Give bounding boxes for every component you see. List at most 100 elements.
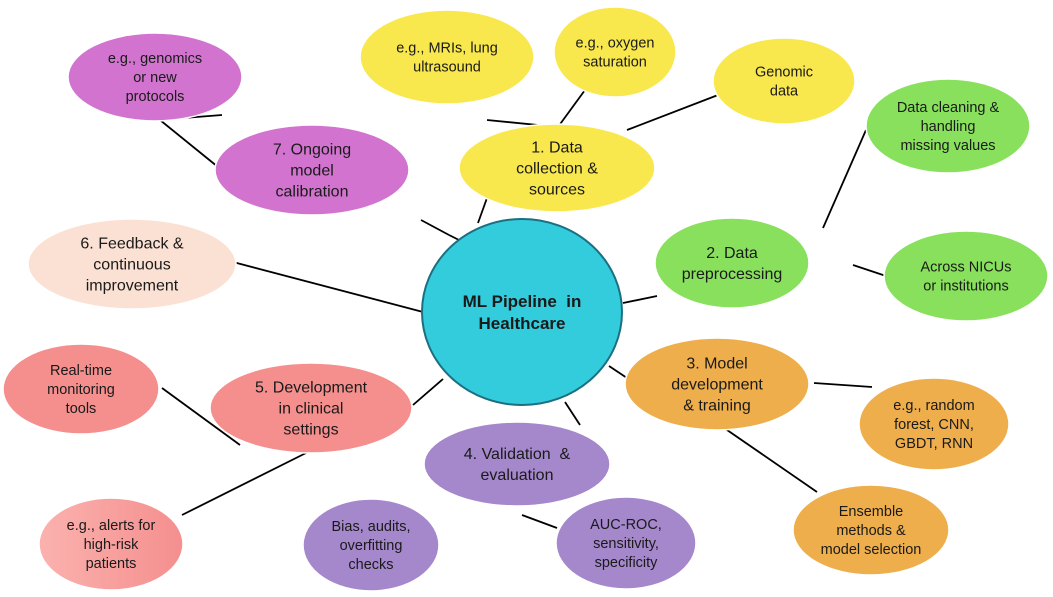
stage-4-validation-ellipse <box>423 421 611 507</box>
connector-line <box>713 420 818 493</box>
connector-line <box>159 119 219 168</box>
stage-7-ongoing-calibration-label-line: calibration <box>276 184 349 201</box>
stage-3-model-development-label-line: development <box>671 377 763 394</box>
connector-line <box>232 261 424 313</box>
detail-nicus-label-line: or institutions <box>923 279 1008 295</box>
detail-alerts-label-line: high-risk <box>84 537 140 553</box>
detail-auc-roc-label-line: specificity <box>595 555 659 571</box>
detail-oxygen-ellipse <box>553 6 677 98</box>
stage-2-data-preprocessing-label-line: 2. Data <box>706 245 758 262</box>
stage-5-development-clinical-label-line: in clinical <box>279 401 344 418</box>
connector-line <box>477 197 488 224</box>
stage-5-development-clinical-label: 5. Development in clinical settings <box>255 380 368 439</box>
detail-bias-label-line: Bias, audits, <box>332 519 411 535</box>
detail-mris-label: e.g., MRIs, lung ultrasound <box>396 41 498 76</box>
connector-line <box>822 129 867 229</box>
detail-nicus-label-line: Across NICUs <box>920 260 1011 276</box>
detail-genomics-protocols-label-line: or new <box>133 70 177 86</box>
detail-genomic-label: Genomic data <box>755 65 813 100</box>
stage-6-feedback-label-line: improvement <box>86 278 179 295</box>
stage-3-model-development-label-line: 3. Model <box>686 356 747 373</box>
detail-mris-label-line: ultrasound <box>413 60 481 76</box>
detail-bias-label-line: overfitting <box>340 538 403 554</box>
stage-7-ongoing-calibration-ellipse <box>214 124 410 216</box>
detail-genomic-ellipse <box>712 37 856 125</box>
detail-mris-ellipse <box>359 9 535 105</box>
detail-realtime-label-line: Real-time <box>50 363 112 379</box>
detail-mris-label-line: e.g., MRIs, lung <box>396 41 498 57</box>
detail-cleaning-label-line: Data cleaning & <box>897 100 1000 116</box>
stage-1-data-collection-label-line: sources <box>529 182 585 199</box>
stage-6-feedback-label: 6. Feedback & continuous improvement <box>80 236 184 295</box>
detail-genomic-label-line: Genomic <box>755 65 813 81</box>
detail-realtime-label-line: monitoring <box>47 382 115 398</box>
connector-line <box>608 365 628 379</box>
stage-6-feedback-label-line: 6. Feedback & <box>80 236 184 253</box>
center-node-ml-pipeline-ellipse <box>421 218 623 406</box>
detail-ensemble-label-line: Ensemble <box>839 504 903 520</box>
stage-4-validation: 4. Validation &evaluation <box>423 421 611 507</box>
detail-genomics-protocols-label-line: protocols <box>126 89 185 105</box>
detail-ensemble-label-line: model selection <box>821 542 922 558</box>
detail-ensemble-ellipse <box>792 484 950 576</box>
connector-line <box>181 449 313 516</box>
connector-line <box>813 382 873 388</box>
detail-random-forest-ellipse <box>858 377 1010 471</box>
detail-bias-label: Bias, audits, overfitting checks <box>332 519 411 573</box>
stage-5-development-clinical: 5. Development in clinical settings <box>209 362 413 454</box>
stage-6-feedback: 6. Feedback & continuous improvement <box>27 218 237 310</box>
detail-auc-roc-label: AUC-ROC, sensitivity, specificity <box>590 517 662 571</box>
detail-ensemble: Ensemble methods & model selection <box>792 484 950 576</box>
connector-line <box>521 514 558 529</box>
detail-auc-roc-label-line: AUC-ROC, <box>590 517 662 533</box>
center-node-ml-pipeline-label-line: ML Pipeline in <box>463 292 582 311</box>
connector-line <box>412 378 444 406</box>
stage-2-data-preprocessing-label-line: preprocessing <box>682 266 783 283</box>
stage-2-data-preprocessing-ellipse <box>654 217 810 309</box>
stage-2-data-preprocessing: 2. Data preprocessing <box>654 217 810 309</box>
detail-genomic: Genomic data <box>712 37 856 125</box>
stage-5-development-clinical-label-line: 5. Development <box>255 380 368 397</box>
detail-random-forest-label-line: forest, CNN, <box>894 417 974 433</box>
center-node-ml-pipeline-label: ML Pipeline in Healthcare <box>463 292 582 333</box>
detail-nicus: Across NICUs or institutions <box>883 230 1049 322</box>
detail-bias-ellipse <box>302 498 440 592</box>
detail-ensemble-label-line: methods & <box>836 523 906 539</box>
stage-5-development-clinical-label-line: settings <box>283 422 338 439</box>
detail-nicus-ellipse <box>883 230 1049 322</box>
connector-line <box>564 401 581 426</box>
stage-3-model-development-label-line: & training <box>683 398 751 415</box>
detail-auc-roc-label-line: sensitivity, <box>593 536 659 552</box>
connector-line <box>557 89 586 128</box>
connector-line <box>622 295 658 304</box>
stage-3-model-development: 3. Model development & training <box>624 337 810 431</box>
center-node-ml-pipeline-label-line: Healthcare <box>479 314 566 333</box>
detail-mris: e.g., MRIs, lung ultrasound <box>359 9 535 105</box>
stage-6-feedback-label-line: continuous <box>93 257 170 274</box>
detail-bias: Bias, audits, overfitting checks <box>302 498 440 592</box>
stage-4-validation-label-line: evaluation <box>481 467 554 484</box>
connector-line <box>161 387 241 446</box>
detail-nicus-label: Across NICUs or institutions <box>920 260 1011 295</box>
detail-auc-roc: AUC-ROC, sensitivity, specificity <box>555 496 697 590</box>
detail-auc-roc-ellipse <box>555 496 697 590</box>
detail-random-forest-label-line: e.g., random <box>893 398 974 414</box>
detail-genomic-label-line: data <box>770 84 799 100</box>
detail-cleaning-ellipse <box>865 78 1031 174</box>
stage-6-feedback-ellipse <box>27 218 237 310</box>
connector-line <box>626 94 719 131</box>
connector-line <box>852 264 887 277</box>
detail-bias-label-line: checks <box>348 557 393 573</box>
